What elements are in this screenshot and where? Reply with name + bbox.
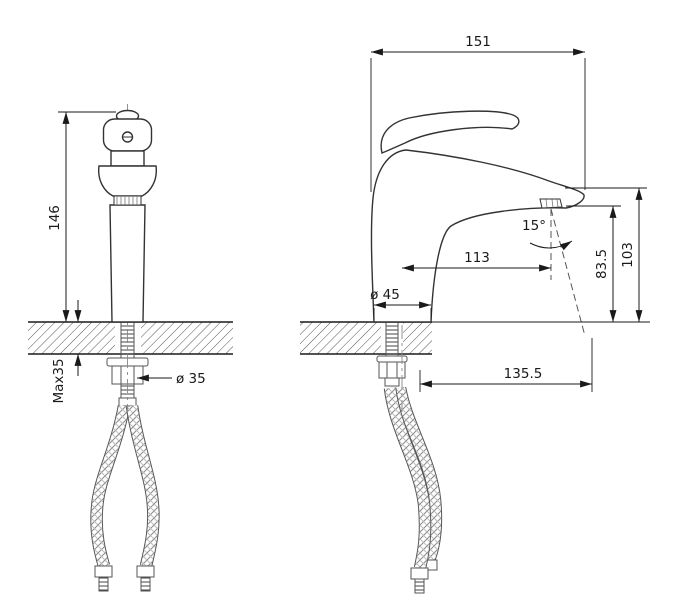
hose-end-fitting bbox=[410, 567, 429, 594]
mounting-nut-side bbox=[378, 361, 406, 379]
label-spout-reach: 113 bbox=[464, 250, 490, 266]
water-stream-line bbox=[550, 208, 586, 337]
faucet-side-view bbox=[370, 110, 586, 412]
countertop-right-section bbox=[300, 321, 432, 355]
hose-connector-side bbox=[384, 377, 400, 387]
spout-shell bbox=[98, 165, 157, 197]
label-overall-height: 103 bbox=[620, 242, 636, 268]
aerator-front bbox=[113, 195, 142, 206]
mounting-washer-side bbox=[376, 355, 408, 363]
label-hose-offset: 135.5 bbox=[504, 366, 543, 382]
hose-end-fitting bbox=[94, 565, 155, 592]
dimension-hose-offset bbox=[419, 338, 593, 392]
dimension-base-diameter bbox=[373, 301, 432, 320]
label-body-height: 146 bbox=[47, 205, 63, 231]
dimension-overall-height bbox=[432, 187, 650, 323]
label-spout-height: 83.5 bbox=[594, 249, 610, 279]
label-top-width: 151 bbox=[465, 34, 491, 50]
mounting-stud-side bbox=[376, 321, 408, 387]
faucet-lever bbox=[380, 110, 520, 154]
faucet-side-body bbox=[370, 149, 585, 323]
dimension-body-height bbox=[58, 111, 116, 322]
dimensions bbox=[58, 48, 650, 392]
supply-hose-left bbox=[90, 404, 131, 568]
label-deck-thickness: Max35 bbox=[51, 358, 67, 403]
dimension-labels: 151 146 Max35 ø 35 113 ø 45 15° 83.5 103… bbox=[47, 34, 636, 404]
dimension-stream-angle bbox=[529, 240, 573, 251]
supply-hoses-front bbox=[90, 404, 160, 592]
faucet-front-view bbox=[98, 104, 157, 412]
housing-waist bbox=[110, 150, 145, 167]
faucet-body-column bbox=[109, 204, 146, 323]
label-stream-angle: 15° bbox=[522, 218, 546, 234]
label-mount-hole-dia: ø 35 bbox=[176, 371, 206, 387]
dimension-spout-height bbox=[566, 205, 621, 322]
supply-hoses-side bbox=[383, 386, 443, 594]
label-base-dia: ø 45 bbox=[370, 287, 400, 303]
supply-hose-right bbox=[125, 405, 160, 568]
dimension-top-width bbox=[370, 48, 586, 192]
aerator-side bbox=[539, 198, 563, 209]
supply-hose-front bbox=[383, 387, 432, 594]
supply-hose-back bbox=[393, 386, 443, 571]
